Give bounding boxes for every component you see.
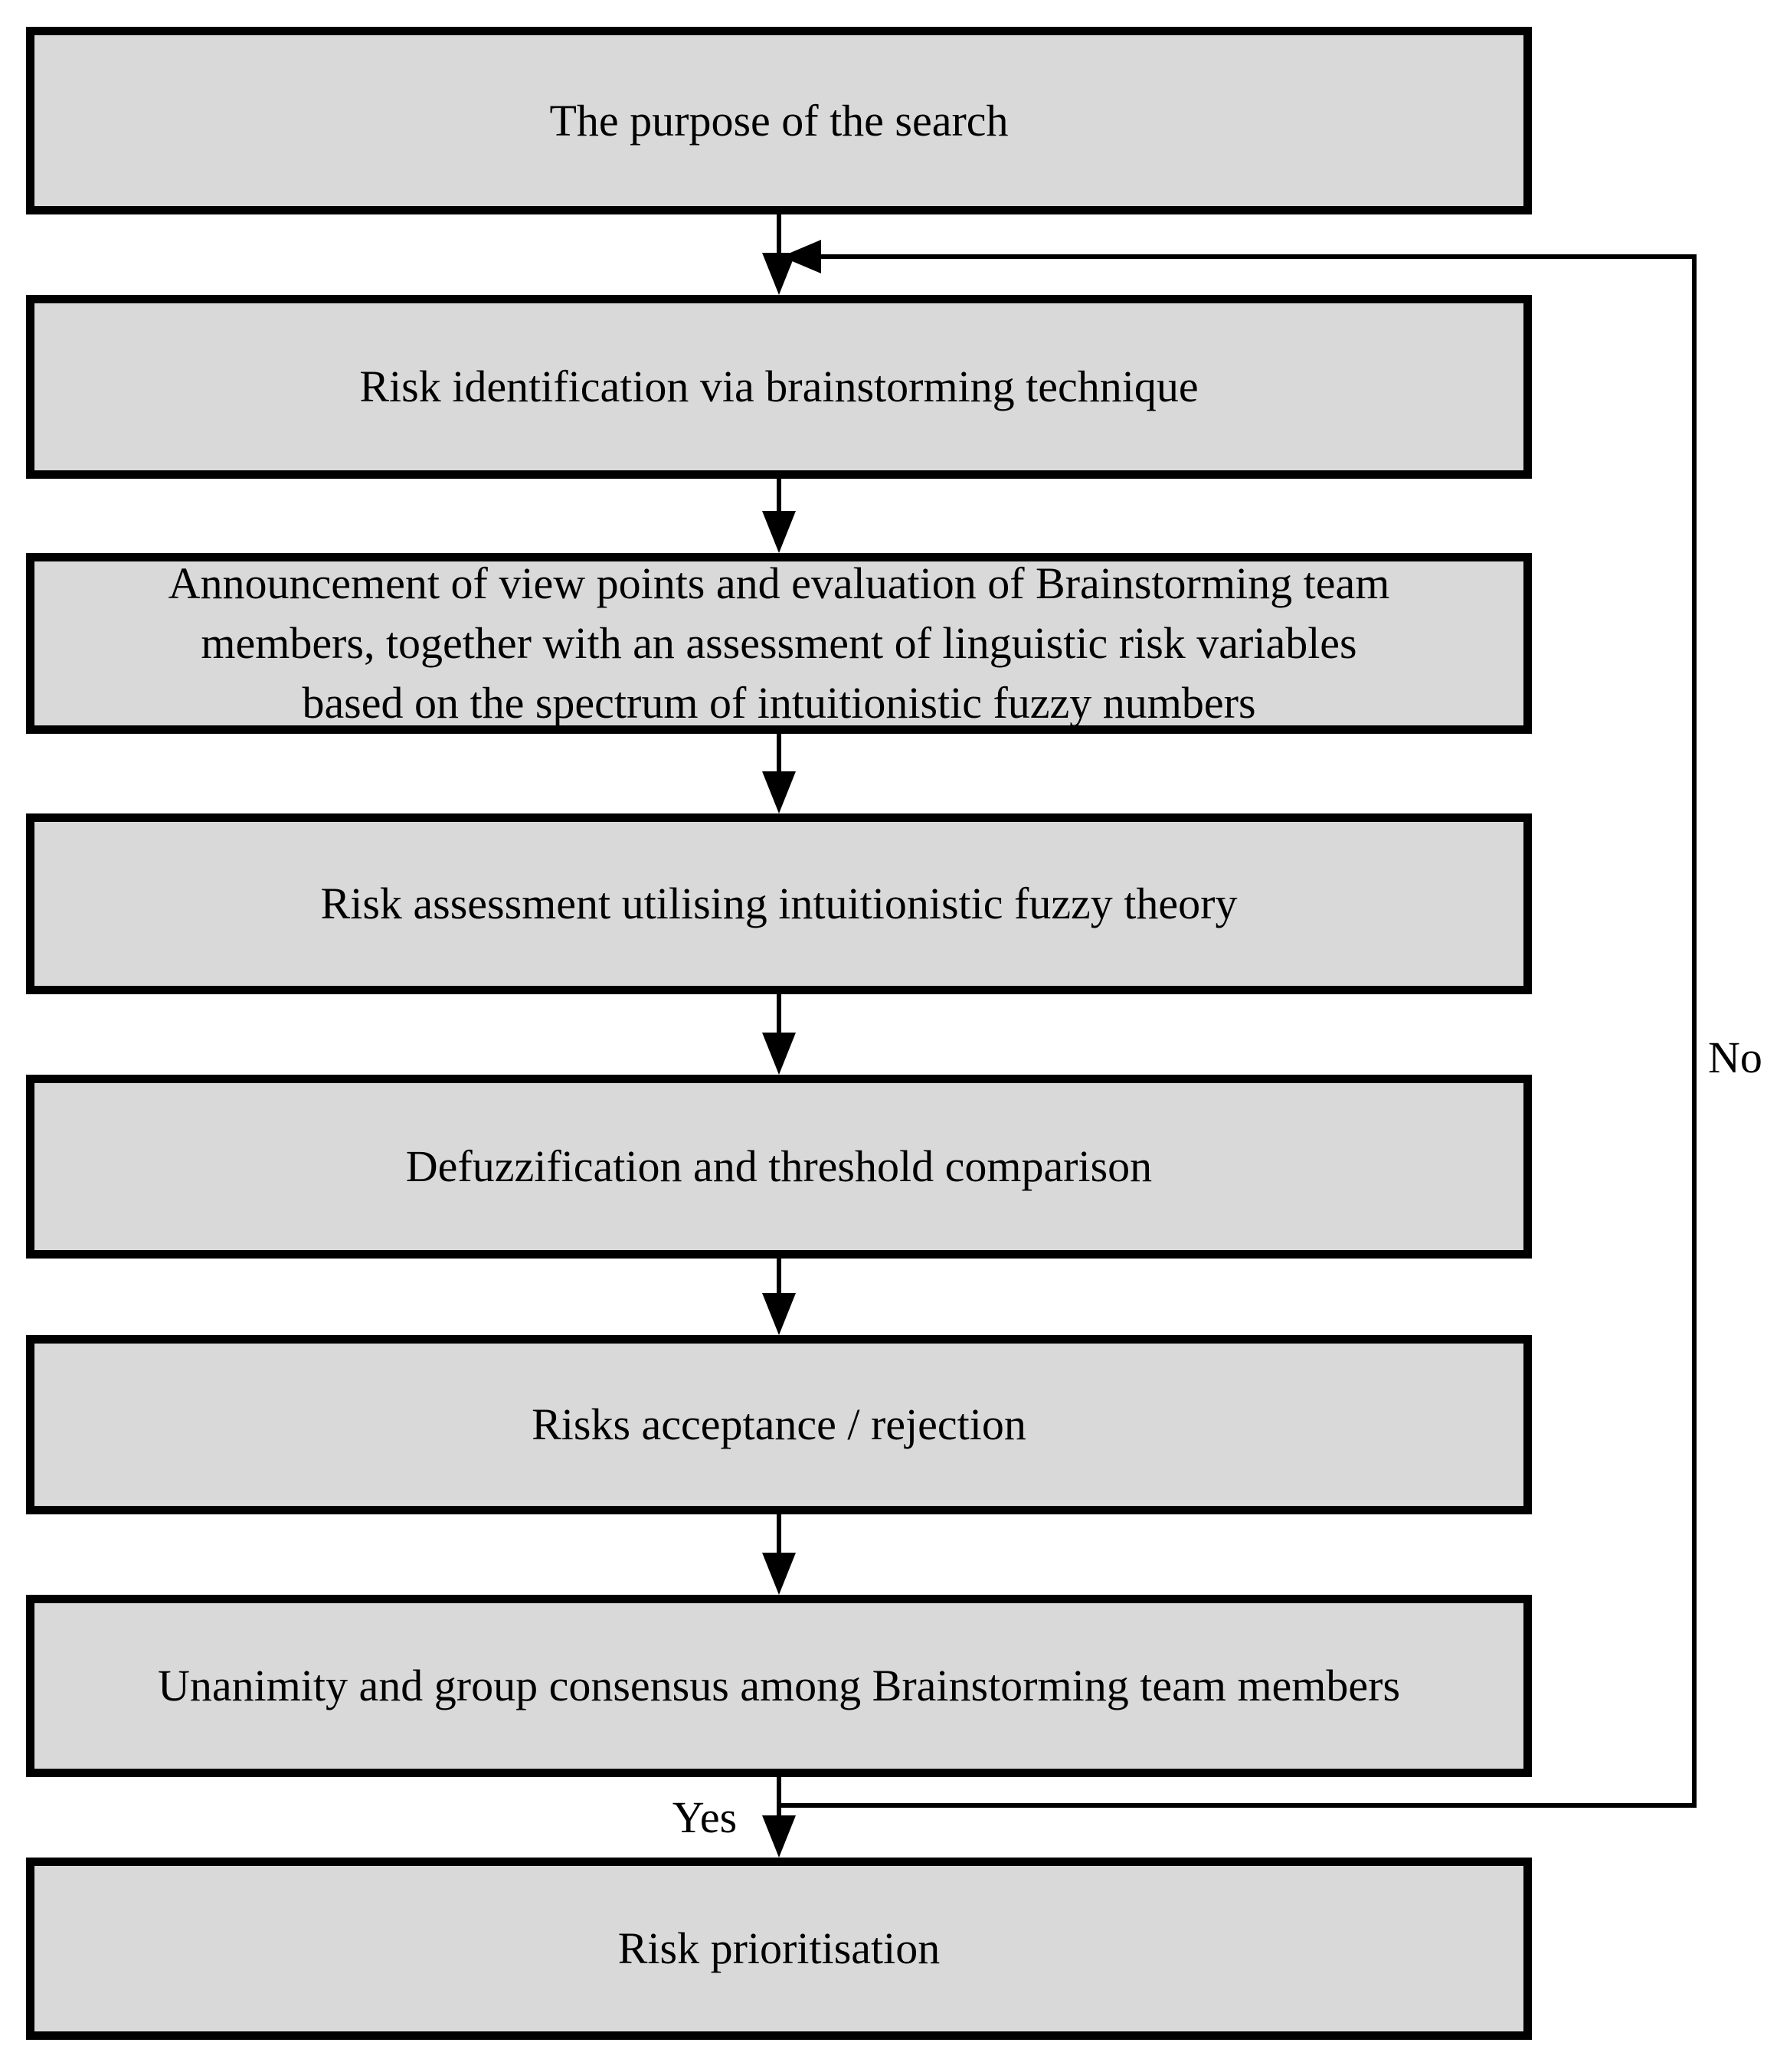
flow-node-risk-prioritisation: Risk prioritisation bbox=[26, 1858, 1532, 2040]
flow-node-viewpoints-announcement: Announcement of view points and evaluati… bbox=[26, 553, 1532, 734]
connector-line-acceptance-to-unanimity bbox=[777, 1514, 781, 1554]
arrowhead-down-prioritisation bbox=[762, 1815, 796, 1858]
label-no: No bbox=[1708, 1033, 1762, 1082]
no-feedback-line-top bbox=[813, 254, 1697, 259]
flow-node-risk-acceptance: Risks acceptance / rejection bbox=[26, 1335, 1532, 1514]
connector-line-unanimity-to-prioritisation bbox=[777, 1777, 781, 1817]
flow-node-risk-identification: Risk identification via brainstorming te… bbox=[26, 295, 1532, 479]
connector-line-assessment-to-defuzzification bbox=[777, 994, 781, 1034]
flow-node-unanimity: Unanimity and group consensus among Brai… bbox=[26, 1595, 1532, 1777]
arrowhead-down-assessment bbox=[762, 771, 796, 813]
connector-line-announcement-to-assessment bbox=[777, 734, 781, 773]
flow-node-risk-assessment: Risk assessment utilising intuitionistic… bbox=[26, 813, 1532, 994]
flow-node-purpose: The purpose of the search bbox=[26, 27, 1532, 214]
no-feedback-line-vertical bbox=[1692, 254, 1697, 1808]
arrowhead-down-defuzzification bbox=[762, 1033, 796, 1075]
label-yes: Yes bbox=[672, 1792, 738, 1842]
arrowhead-down-announcement bbox=[762, 511, 796, 553]
connector-line-defuzzification-to-acceptance bbox=[777, 1259, 781, 1295]
arrowhead-left-no-merge bbox=[781, 240, 821, 273]
no-feedback-line-bottom bbox=[779, 1803, 1697, 1808]
connector-line-identification-to-announcement bbox=[777, 479, 781, 512]
flow-node-defuzzification: Defuzzification and threshold comparison bbox=[26, 1075, 1532, 1259]
connector-line-purpose-to-identification bbox=[777, 214, 781, 254]
arrowhead-down-acceptance bbox=[762, 1293, 796, 1335]
arrowhead-down-unanimity bbox=[762, 1553, 796, 1595]
